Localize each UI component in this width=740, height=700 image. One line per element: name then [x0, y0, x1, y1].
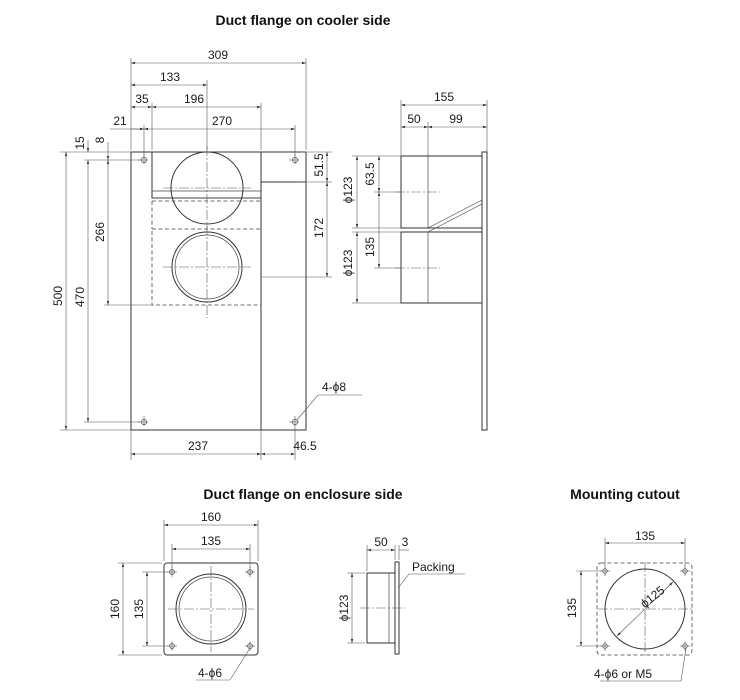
dim-50-enclosure: 50	[374, 535, 388, 549]
dim-3: 3	[402, 535, 409, 549]
dim-35: 35	[135, 92, 149, 106]
dim-51-5: 51.5	[312, 153, 326, 177]
enclosure-side-front-view: 160 135 160 135 4-ϕ6	[108, 510, 259, 681]
enclosure-flange-plate	[163, 562, 259, 656]
packing-label: Packing	[412, 560, 455, 574]
profile-lower-duct	[400, 231, 483, 304]
cooler-flange-plate	[130, 151, 307, 431]
dim-135-height: 135	[132, 599, 146, 619]
profile-plate	[481, 151, 488, 431]
dim-99: 99	[449, 112, 463, 126]
dim-15: 15	[73, 136, 87, 150]
cooler-side-front-view: 309 133 35 196 21 270 15 8 500 470 266	[51, 48, 362, 460]
dim-160-width: 160	[201, 510, 221, 524]
title-enclosure-side: Duct flange on enclosure side	[203, 486, 402, 502]
dim-155: 155	[434, 90, 454, 104]
dim-phi123-enclosure: ϕ123	[337, 594, 351, 621]
dim-266: 266	[93, 222, 107, 242]
dim-135-profile: 135	[363, 237, 377, 257]
dim-8: 8	[93, 136, 107, 143]
dim-160-height: 160	[108, 599, 122, 619]
dim-135-width: 135	[201, 534, 221, 548]
dim-phi125: ϕ125	[638, 583, 668, 611]
dim-phi123-top: ϕ123	[341, 176, 355, 203]
hole-callout-4-phi6-or-m5: 4-ϕ6 or M5	[594, 667, 652, 681]
dim-237: 237	[188, 439, 208, 453]
dim-46-5: 46.5	[293, 439, 317, 453]
dim-135-cutout-height: 135	[565, 598, 579, 618]
dim-135-cutout-width: 135	[635, 529, 655, 543]
dim-63-5: 63.5	[363, 162, 377, 186]
dim-270: 270	[212, 114, 232, 128]
dim-50: 50	[407, 112, 421, 126]
title-mounting-cutout: Mounting cutout	[570, 486, 680, 502]
dim-470: 470	[73, 287, 87, 307]
cooler-side-profile-view: 155 50 99 ϕ123 63.5 135 ϕ123	[341, 90, 488, 431]
dim-phi123-bottom: ϕ123	[341, 249, 355, 276]
dim-21: 21	[113, 114, 127, 128]
dim-196: 196	[184, 92, 204, 106]
hole-callout-4-phi6: 4-ϕ6	[198, 666, 222, 680]
dim-309: 309	[208, 48, 228, 62]
dim-500: 500	[51, 286, 65, 306]
dim-172: 172	[312, 218, 326, 238]
dim-133: 133	[160, 70, 180, 84]
enclosure-side-profile-view: 50 3 ϕ123 Packing	[337, 535, 465, 655]
mounting-cutout-view: ϕ125 135 135 4-ϕ6 or M5	[565, 529, 693, 682]
title-cooler-side: Duct flange on cooler side	[215, 12, 390, 28]
hole-callout-4-phi8: 4-ϕ8	[322, 380, 346, 394]
